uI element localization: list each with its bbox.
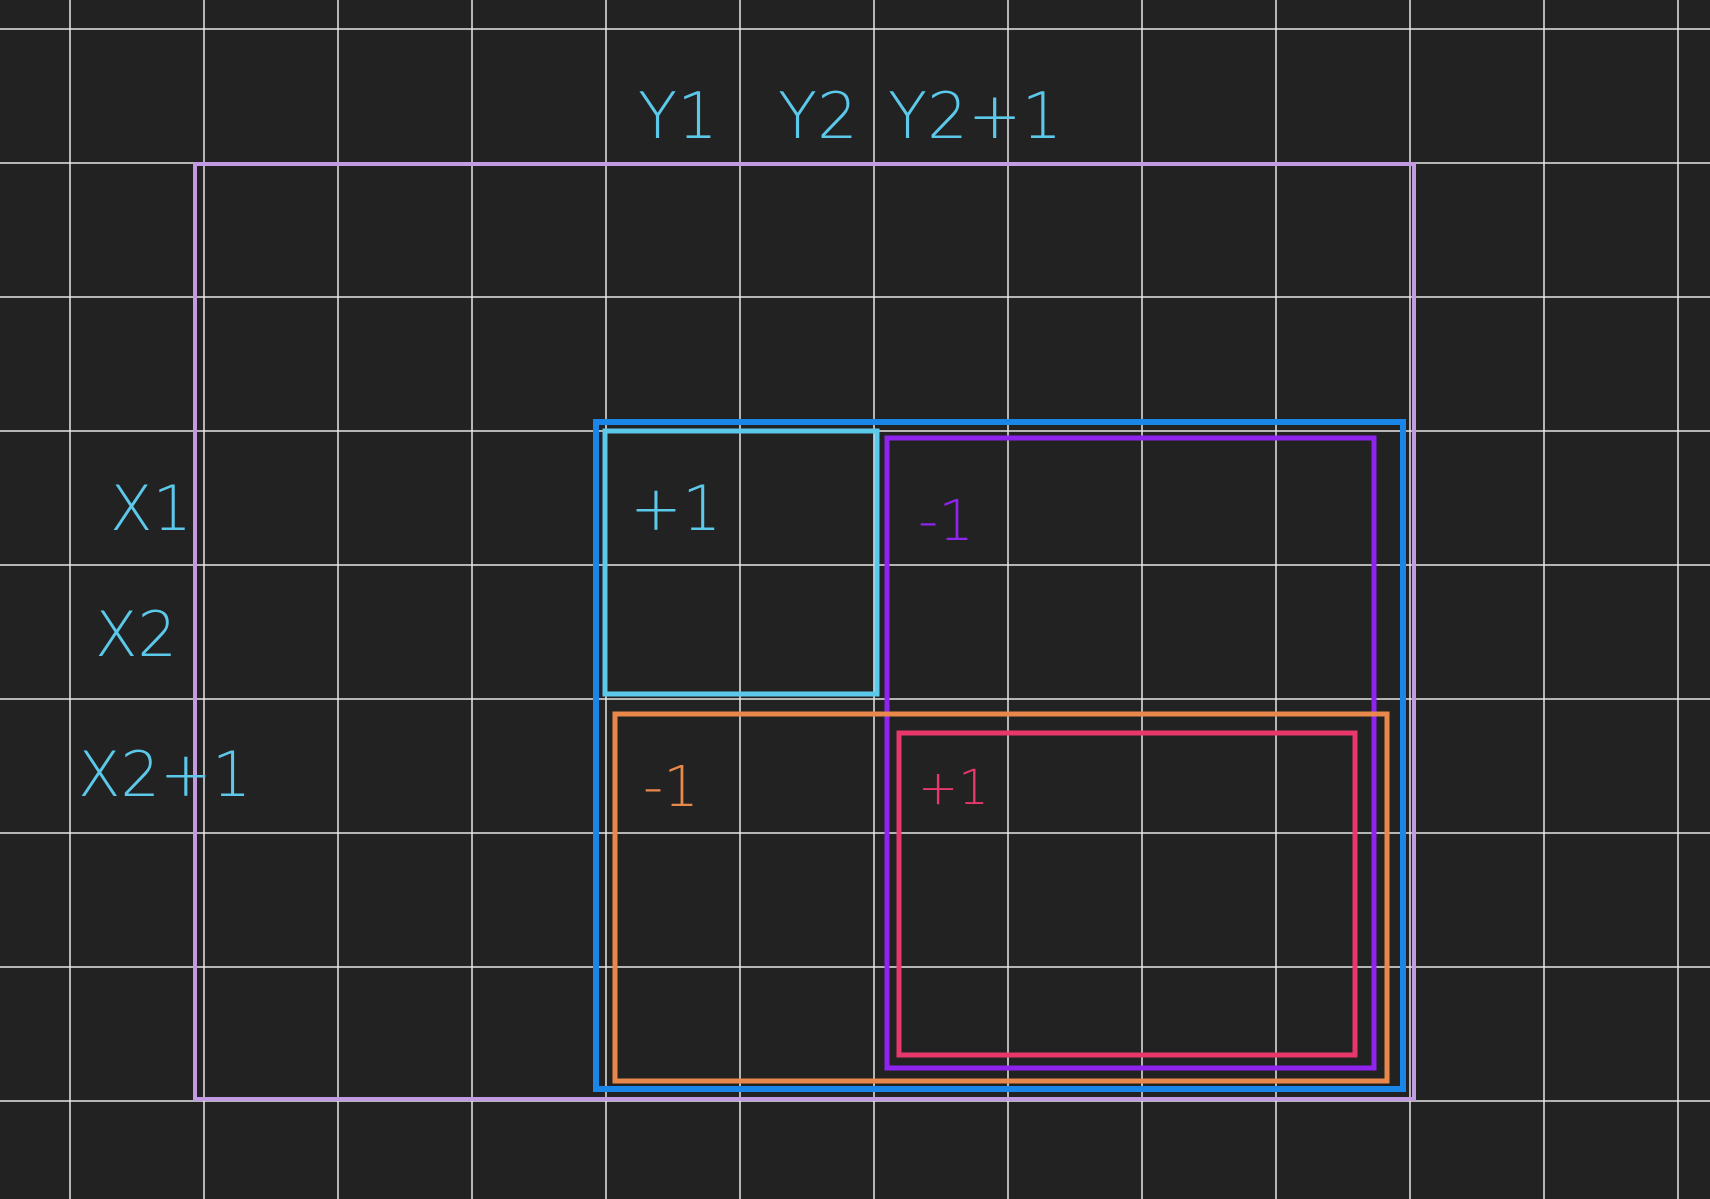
purple-sign-label: -1 (918, 489, 974, 554)
row-label-x2-plus-1: X2+1 (78, 738, 251, 811)
pink-sign-label: +1 (918, 760, 989, 816)
orange-rectangle (612, 711, 1390, 1084)
row-label-x1: X1 (110, 472, 192, 545)
pink-rectangle (896, 730, 1358, 1058)
column-label-y2-plus-1: Y2+1 (888, 80, 1062, 154)
row-label-x2: X2 (95, 598, 177, 671)
purple-rectangle (884, 435, 1377, 1071)
orange-sign-label: -1 (643, 755, 699, 820)
outer-rectangle (193, 162, 1416, 1101)
column-label-y1: Y1 (638, 80, 718, 154)
blue-rectangle (593, 419, 1406, 1092)
column-label-y2: Y2 (778, 80, 858, 154)
cyan-sign-label: +1 (630, 472, 721, 545)
cyan-rectangle (602, 428, 880, 697)
